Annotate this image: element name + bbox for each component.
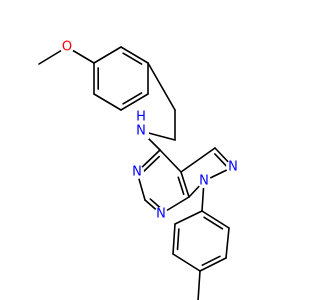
atom-n-label: N [156,207,166,222]
molecule-structure: O H N N N N N [38,39,240,300]
atom-nh-h-label: H [136,110,146,125]
double-bond-inner [201,255,221,266]
double-bond [120,93,149,111]
double-bond-inner [176,228,180,251]
single-bond [147,62,176,111]
double-bond-inner [122,92,143,105]
atom-label-layer: O H N N N N N [60,40,240,222]
atom-n-pyrimidine-bottom: N [154,207,168,222]
atom-n-label: N [199,174,209,189]
single-bond [225,227,230,259]
atom-n-label: N [132,165,142,180]
atom-o-methoxy: O [60,40,74,55]
double-bond [180,171,190,198]
double-bond [199,257,227,272]
double-bond [120,46,149,64]
double-bond-inner [122,52,143,65]
double-bond-inner [214,153,228,168]
atom-o-label: O [62,40,72,55]
single-bond [93,46,122,64]
atom-n-pyrazole-n1: N [197,174,211,189]
single-bond [93,93,122,111]
double-bond-inner [203,216,224,230]
double-bond-inner [149,198,163,210]
atom-n-pyrazole-top: N [226,160,240,175]
atom-n-label: N [228,160,238,175]
double-bond [172,223,176,255]
double-bond-inner [142,155,161,173]
atom-nh: H N [133,110,149,139]
single-bond [172,253,201,272]
single-bond [180,147,216,173]
atom-n-pyrimidine-top: N [130,165,144,180]
single-bond [174,210,203,225]
double-bond-inner [177,176,185,196]
single-bond [159,149,182,173]
single-bond [197,270,201,300]
double-bond [201,210,230,229]
atom-nh-n-label: N [136,124,146,139]
